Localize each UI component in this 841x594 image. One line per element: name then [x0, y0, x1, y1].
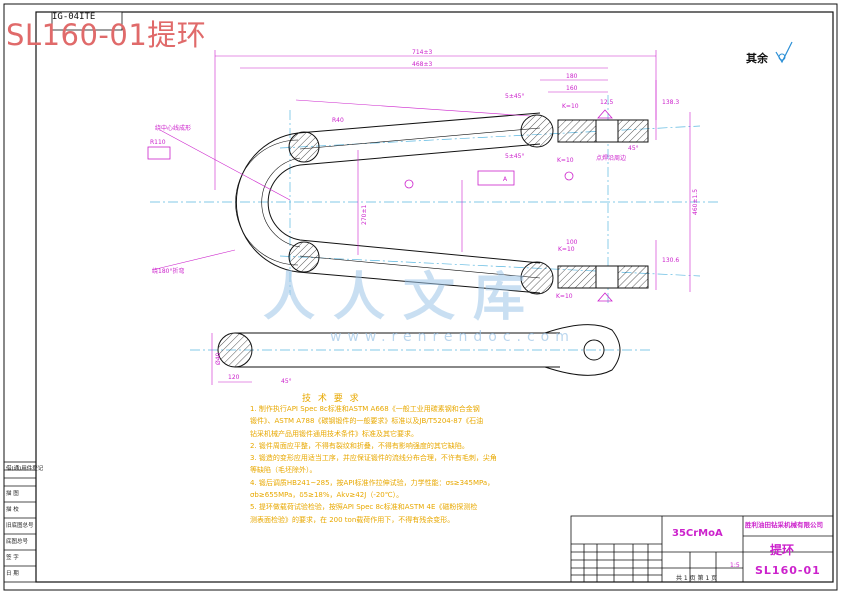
tech-line: 钻采机械产品用锻件通用技术条件》标准及其它要求。	[250, 429, 418, 438]
dim-bend-note: 绕中心线成形	[155, 124, 191, 132]
side-row: 签 字	[6, 555, 19, 561]
dim-bottom-dia: Ø40	[215, 352, 222, 365]
tech-line: 3. 锻造的变形应用适当工序，并应保证锻件的流线分布合理，不许有毛刺，尖角	[250, 454, 497, 463]
inner-frame	[35, 11, 834, 583]
leader-bend	[159, 129, 291, 201]
bottom-eye	[544, 324, 621, 376]
tech-line: 测表面检验》的要求，在 200 ton载荷作用下，不得有残余变形。	[250, 515, 455, 524]
sheet-label: 共 1 页 第 1 页	[676, 575, 718, 582]
dim-160: 160	[566, 85, 578, 92]
dim-right-h2: 130.6	[662, 257, 679, 264]
side-row: 底图总号	[6, 539, 29, 545]
dim-bevel-bottom: 5±45°	[505, 153, 524, 160]
code-box-frame	[51, 11, 123, 31]
leader-bend-180	[151, 249, 236, 271]
dim-overall: 714±3	[412, 49, 432, 56]
section-top-right	[520, 114, 554, 148]
eye-bot-hatch-a	[557, 265, 597, 289]
side-row: 旧底图总号	[6, 523, 34, 529]
dim-radius-note: R110	[150, 139, 166, 146]
code-box-label: IG-04ITE	[52, 12, 96, 22]
tech-line: 5. 提环做载荷试验检验，按照API Spec 8c标准和ASTM 4E《磁粉探…	[250, 503, 478, 512]
scale-label: 1:5	[730, 562, 740, 569]
dim-k10-a: K=10	[562, 103, 579, 110]
tech-line: 等缺陷（毛坯除外）。	[250, 466, 317, 475]
side-table	[3, 461, 37, 583]
section-bottom-left	[288, 241, 320, 273]
watermark-text: 人人文库	[263, 268, 544, 328]
part-name: 提环	[770, 543, 795, 557]
dim-bend-180: 绕180°折弯	[152, 267, 184, 275]
eye-bot-bore	[595, 265, 619, 289]
outer-frame	[3, 3, 838, 591]
dim-bottom-angle: 45°	[281, 378, 292, 385]
u-mid-1	[235, 139, 299, 266]
dim-right-h1: 138.3	[662, 99, 679, 106]
dim-k10-c: K=10	[558, 246, 575, 253]
company-name: 胜利油田钻采机械有限公司	[745, 521, 823, 529]
dim-inner: 468±3	[412, 61, 432, 68]
bot-bar-mid	[299, 255, 541, 279]
u-outer	[235, 112, 541, 294]
eye-bot-hatch-b	[617, 265, 649, 289]
dim-bottom-len: 120	[228, 374, 240, 381]
dim-k10-b: K=10	[557, 157, 574, 164]
side-row: 描 图	[6, 491, 19, 497]
eye-top-bore	[595, 119, 619, 143]
datum-marker-2	[564, 171, 574, 181]
title-block	[570, 515, 834, 583]
drawing-number: SL160-01	[755, 564, 821, 577]
dim-height-total: 460±1.5	[692, 189, 699, 215]
datum-triangle-1	[597, 109, 613, 119]
dim-bevel-top: 5±45°	[505, 93, 524, 100]
bottom-eye-hole	[583, 339, 605, 361]
drawing-title: SL160-01提环	[6, 18, 207, 52]
leader-bevel-top	[295, 99, 531, 117]
section-bottom-view	[217, 332, 253, 368]
datum-triangle-2	[597, 292, 613, 302]
eye-top-hatch-b	[617, 119, 649, 143]
dim-100: 100	[566, 239, 578, 246]
section-bottom-right	[520, 261, 554, 295]
dim-angle-45: 45°	[628, 145, 639, 152]
tech-line: 1. 制作执行API Spec 8c标准和ASTM A668《一般工业用碳素钢和…	[250, 405, 480, 413]
dim-weld: 点焊沿周边	[596, 154, 626, 162]
radius-note-box	[147, 146, 171, 160]
top-bar-mid	[299, 127, 541, 150]
section-top-left	[288, 131, 320, 163]
tech-line: 锻件》、ASTM A788《碳钢锻件的一般要求》标准以及JB/T5204-87《…	[250, 417, 484, 426]
datum-box	[477, 170, 515, 186]
qiyu-label: 其余	[746, 52, 768, 65]
dim-datum-a: A	[503, 176, 508, 183]
side-row: 日 期	[6, 571, 19, 577]
dim-r40: R40	[332, 117, 344, 124]
tech-line: 2. 锻件周面应平整，不得有裂纹和折叠，不得有影响强度的其它缺陷。	[250, 441, 469, 450]
dim-180: 180	[566, 73, 578, 80]
datum-marker	[404, 179, 414, 189]
side-row: 借(通)用件登记	[6, 466, 44, 472]
tech-line: σb≥655MPa，δ5≥18%，Akv≥42J（-20℃）。	[250, 491, 404, 500]
dim-height-inner: 270±1	[361, 205, 368, 225]
tech-requirements-list: 1. 制作执行API Spec 8c标准和ASTM A668《一般工业用碳素钢和…	[250, 403, 550, 526]
side-row: 描 校	[6, 507, 19, 513]
tech-requirements-title: 技 术 要 求	[302, 394, 361, 404]
qiyu-circle	[778, 53, 786, 61]
qiyu-symbol	[775, 41, 793, 64]
u-inner	[267, 143, 541, 264]
material-label: 35CrMoA	[672, 528, 723, 539]
eye-top-hatch-a	[557, 119, 597, 143]
dim-12: 12.5	[600, 99, 614, 106]
dim-k10-d: K=10	[556, 293, 573, 300]
watermark-url: www.renrendoc.com	[330, 329, 575, 345]
tech-line: 4. 锻后调质HB241~285，按API标准作拉伸试验，力学性能：σs≥345…	[250, 478, 495, 487]
u-mid-2	[261, 157, 301, 248]
